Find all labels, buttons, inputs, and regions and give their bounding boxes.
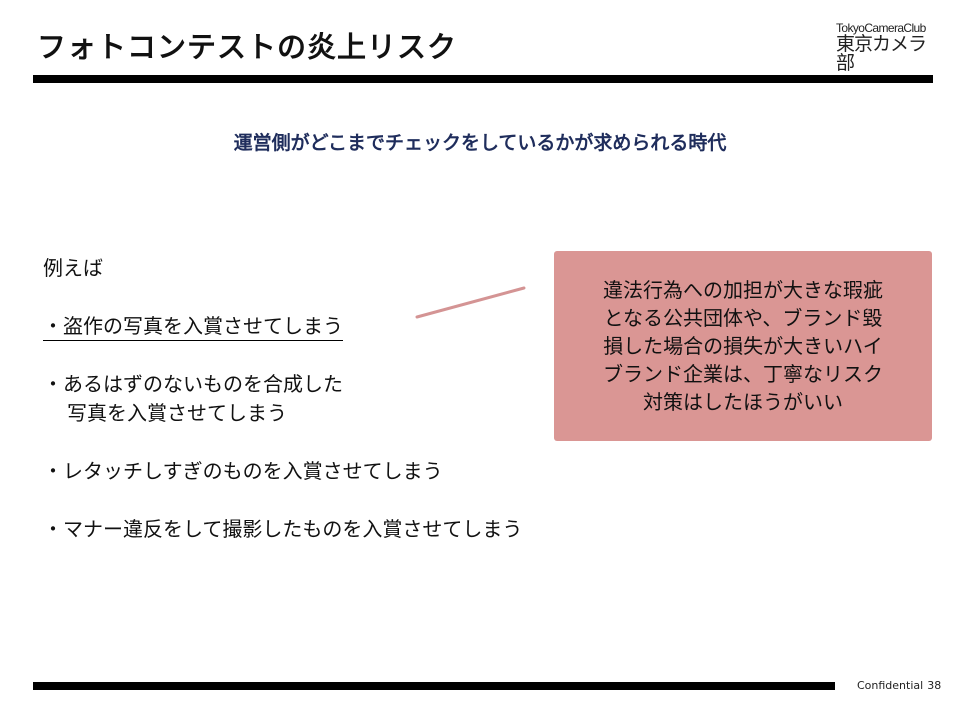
callout-box: 違法行為への加担が大きな瑕疵 となる公共団体や、ブランド毀 損した場合の損失が大…	[554, 251, 932, 441]
confidential-label: Confidential	[857, 679, 924, 692]
bullet-item: ・盗作の写真を入賞させてしまう	[43, 312, 522, 341]
logo-english-text: TokyoCameraClub	[836, 21, 926, 35]
slide-subtitle: 運営側がどこまでチェックをしているかが求められる時代	[233, 132, 727, 154]
logo-japanese-text: 東京カメラ部	[836, 33, 927, 74]
page-number: 38	[927, 679, 942, 692]
bullet-text: ・レタッチしすぎのものを入賞させてしまう	[43, 459, 443, 483]
bullet-text: ・盗作の写真を入賞させてしまう	[43, 314, 343, 341]
footer-divider	[33, 682, 835, 690]
callout-line: となる公共団体や、ブランド毀	[603, 306, 883, 330]
bullet-item: ・レタッチしすぎのものを入賞させてしまう	[43, 457, 522, 486]
bullet-item: ・マナー違反をして撮影したものを入賞させてしまう	[43, 515, 522, 544]
examples-intro: 例えば	[43, 256, 103, 280]
bullet-item: ・あるはずのないものを合成した 写真を入賞させてしまう	[43, 370, 522, 428]
tokyo-camera-club-logo: TokyoCameraClub 東京カメラ部	[836, 22, 936, 73]
bullet-text: ・あるはずのないものを合成した	[43, 372, 343, 396]
examples-list: 例えば ・盗作の写真を入賞させてしまう ・あるはずのないものを合成した 写真を入…	[43, 254, 522, 573]
header-divider	[33, 75, 933, 83]
callout-text: 違法行為への加担が大きな瑕疵 となる公共団体や、ブランド毀 損した場合の損失が大…	[603, 276, 883, 416]
bullet-text-continuation: 写真を入賞させてしまう	[67, 401, 287, 425]
callout-line: 損した場合の損失が大きいハイ	[603, 334, 883, 358]
slide-title: フォトコンテストの炎上リスク	[37, 30, 458, 64]
callout-line: ブランド企業は、丁寧なリスク	[603, 362, 883, 386]
callout-line: 違法行為への加担が大きな瑕疵	[603, 278, 883, 302]
callout-line: 対策はしたほうがいい	[643, 390, 843, 414]
bullet-text: ・マナー違反をして撮影したものを入賞させてしまう	[43, 517, 523, 541]
